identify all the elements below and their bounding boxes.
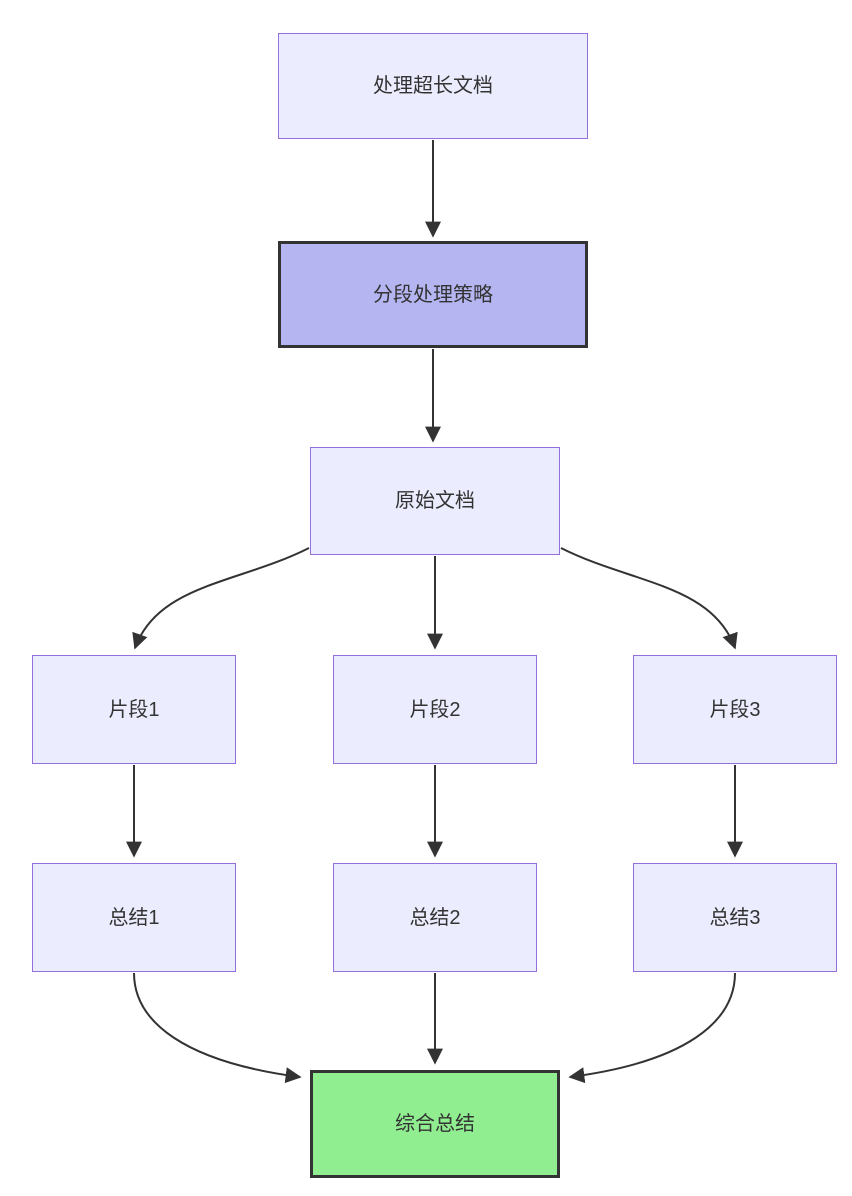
edge-original-to-fragment1 [132, 547, 310, 650]
node-original-doc: 原始文档 [310, 447, 560, 555]
node-summary-3: 总结3 [633, 863, 837, 972]
node-process-long-doc: 处理超长文档 [278, 33, 588, 139]
node-segmentation-strategy: 分段处理策略 [278, 241, 588, 348]
node-fragment-1: 片段1 [32, 655, 236, 764]
node-fragment-2: 片段2 [333, 655, 537, 764]
node-combined-summary: 综合总结 [310, 1070, 560, 1178]
node-summary-1: 总结1 [32, 863, 236, 972]
node-summary-2: 总结2 [333, 863, 537, 972]
edge-summary3-to-combined [568, 972, 736, 1084]
edge-original-to-fragment3 [560, 547, 738, 650]
edge-summary1-to-combined [133, 972, 302, 1084]
node-fragment-3: 片段3 [633, 655, 837, 764]
